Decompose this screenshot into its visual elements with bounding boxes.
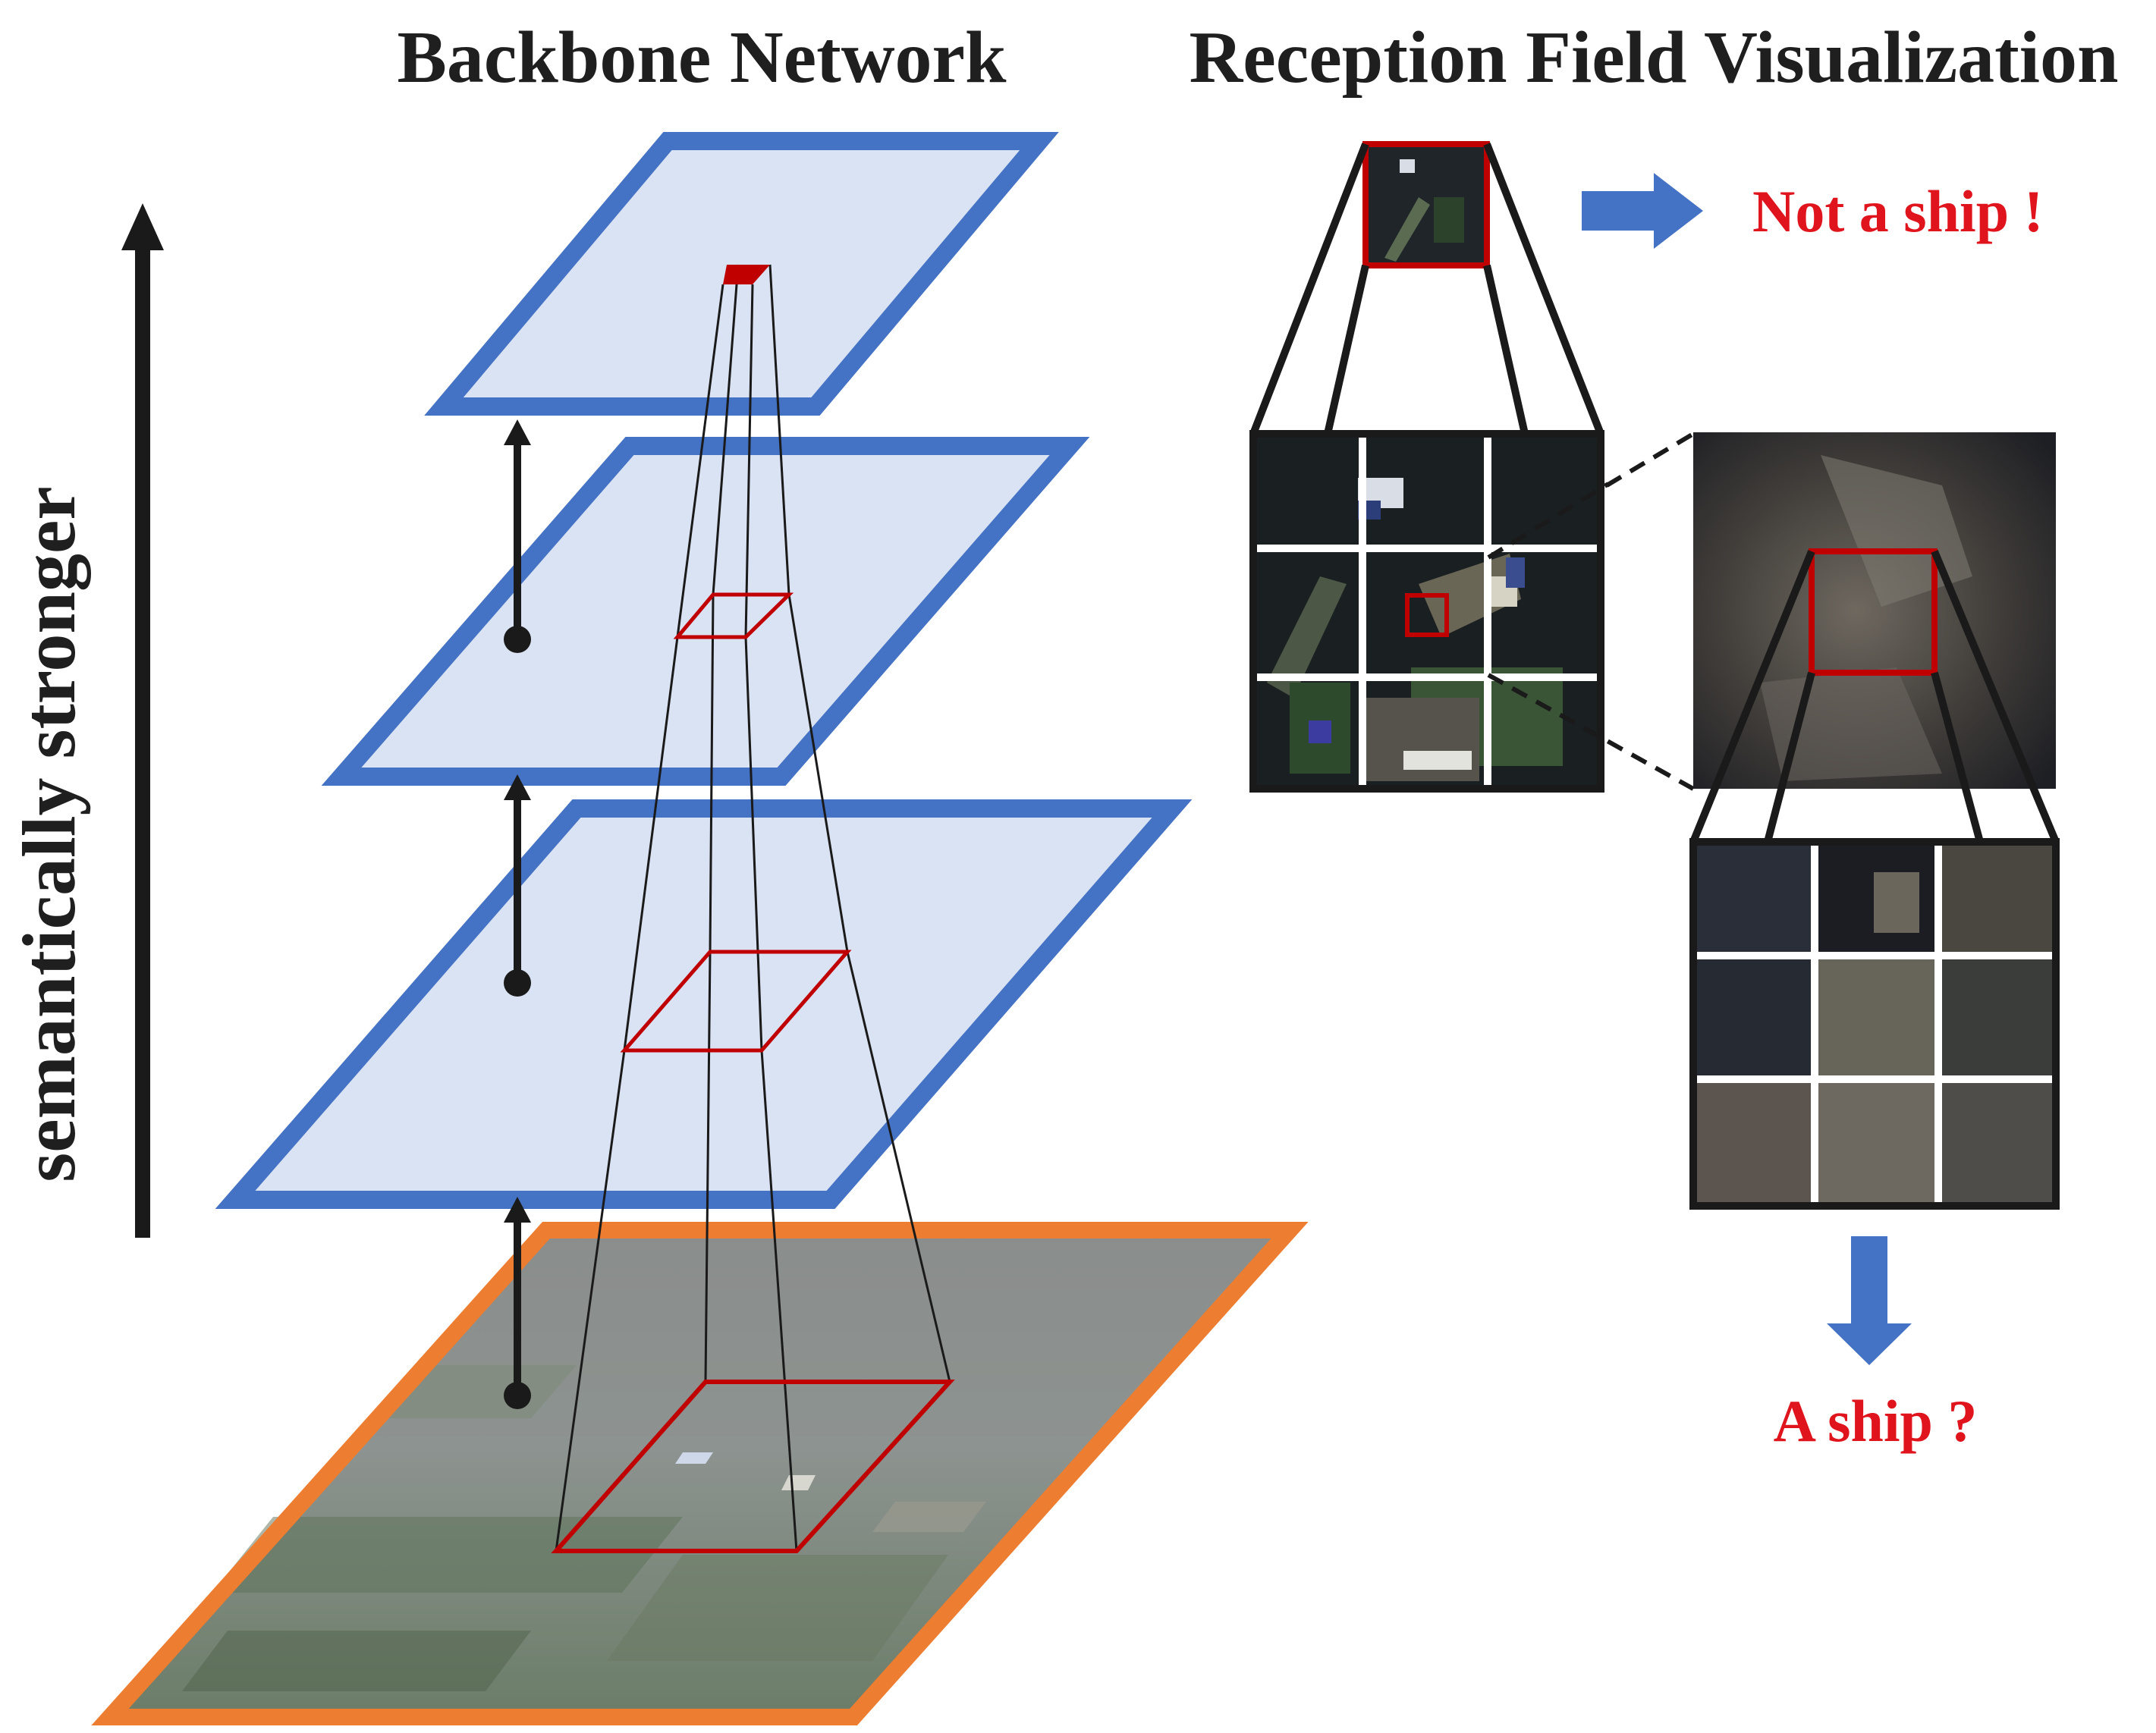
right-arrow-icon: [1582, 173, 1703, 249]
receptive-field-lines: [555, 264, 951, 1552]
not-a-ship-label: Not a ship !: [1752, 178, 2044, 244]
reception-field-title: Reception Field Visualization: [1190, 17, 2119, 99]
receptive-box-top: [723, 265, 770, 284]
feature-plane-2: [321, 437, 1090, 786]
zoomed-crop-image: [1693, 432, 2056, 789]
grid-image-2: [1689, 838, 2060, 1210]
backbone-network-title: Backbone Network: [397, 17, 1007, 99]
receptive-box-input: [551, 1380, 955, 1553]
layer-arrow-3-icon: [504, 419, 531, 653]
down-arrow-icon: [1827, 1236, 1912, 1365]
layer-arrow-2-icon: [504, 774, 531, 997]
zoom-dashed-lines: [1487, 432, 1695, 791]
receptive-box-level-3: [620, 950, 852, 1053]
feature-plane-3: [215, 799, 1193, 1209]
layer-arrow-1-icon: [504, 1197, 531, 1409]
semantically-stronger-label: semantically stronger: [7, 486, 91, 1182]
semantic-upward-arrow-icon: [121, 203, 164, 1238]
a-ship-label: A ship ?: [1774, 1388, 1978, 1454]
receptive-box-level-2: [673, 592, 794, 639]
zoom-projection-1: [1249, 143, 1604, 435]
zoom-projection-2: [1689, 550, 2060, 843]
input-image-plane: [91, 1222, 1309, 1725]
grid-image-1: [1249, 430, 1604, 793]
small-crop-image: [1362, 141, 1490, 268]
